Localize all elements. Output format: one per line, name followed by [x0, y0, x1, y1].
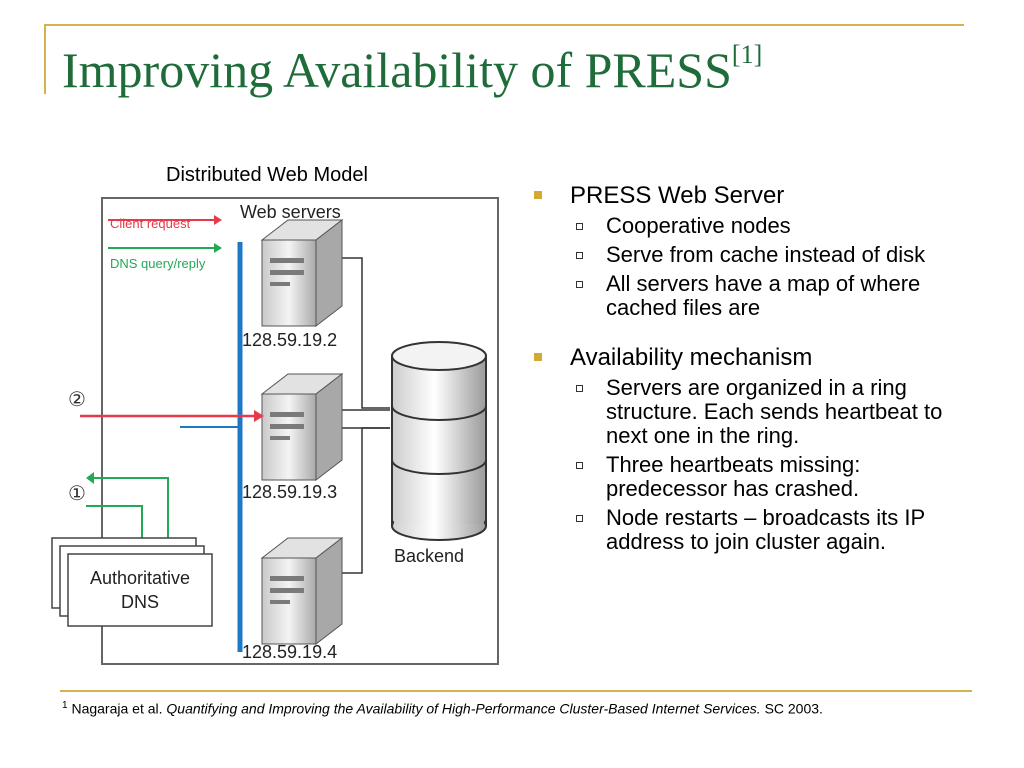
- left-rule: [44, 24, 46, 94]
- dns-label-line2: DNS: [121, 592, 159, 612]
- web-servers-label: Web servers: [240, 202, 341, 222]
- sub-bullet: Servers are organized in a ring structur…: [532, 376, 972, 448]
- server-3-ip: 128.59.19.4: [242, 642, 337, 662]
- bullet-availability-mechanism: Availability mechanism: [532, 344, 972, 371]
- top-rule: [44, 24, 964, 26]
- server-2-ip: 128.59.19.3: [242, 482, 337, 502]
- hollow-square-icon: [576, 252, 583, 259]
- bullet-text: PRESS Web Server: [570, 182, 785, 209]
- server-3: [260, 536, 344, 646]
- distributed-web-diagram: Client request DNS query/reply Web serve…: [51, 197, 499, 665]
- sub-bullet: Serve from cache instead of disk: [532, 243, 972, 267]
- footnote-authors: Nagaraja et al.: [71, 700, 163, 717]
- hollow-square-icon: [576, 223, 583, 230]
- footnote-title: Quantifying and Improving the Availabili…: [166, 700, 761, 717]
- hollow-square-icon: [576, 281, 583, 288]
- slide-title: Improving Availability of PRESS[1]: [62, 40, 763, 98]
- footnote-venue: SC 2003.: [764, 700, 823, 717]
- sub-bullet-text: Serve from cache instead of disk: [606, 242, 926, 267]
- dns-reply-path: [94, 477, 169, 550]
- sub-bullet: All servers have a map of where cached f…: [532, 272, 972, 320]
- sub-bullet-text: Cooperative nodes: [606, 213, 791, 238]
- hollow-square-icon: [576, 385, 583, 392]
- footnote-number: 1: [62, 700, 68, 711]
- server1-backend-link: [330, 257, 390, 409]
- footnote-rule: [60, 690, 972, 692]
- backend-database: [391, 341, 487, 541]
- bullet-square-icon: [534, 353, 542, 361]
- hollow-square-icon: [576, 462, 583, 469]
- sub-bullet-text: Servers are organized in a ring structur…: [606, 375, 943, 448]
- backend-label: Backend: [394, 546, 464, 566]
- bullet-square-icon: [534, 191, 542, 199]
- sub-bullet: Node restarts – broadcasts its IP addres…: [532, 506, 972, 554]
- step-2-marker: ②: [68, 389, 86, 411]
- sub-bullet: Cooperative nodes: [532, 214, 972, 238]
- sub-bullet: Three heartbeats missing: predecessor ha…: [532, 453, 972, 501]
- dns-reply-arrow: [86, 472, 94, 484]
- legend-client-request: Client request: [110, 216, 191, 231]
- sub-bullet-text: All servers have a map of where cached f…: [606, 271, 921, 320]
- server-1: [260, 218, 344, 328]
- sub-bullet-text: Node restarts – broadcasts its IP addres…: [606, 505, 925, 554]
- footnote: 1 Nagaraja et al. Quantifying and Improv…: [62, 700, 823, 717]
- legend-client-request-arrow: [214, 215, 222, 225]
- sub-bullet-text: Three heartbeats missing: predecessor ha…: [606, 452, 861, 501]
- server-2: [260, 372, 344, 482]
- figure-caption: Distributed Web Model: [166, 164, 368, 186]
- bullet-text: Availability mechanism: [570, 344, 813, 371]
- bullet-list: PRESS Web Server Cooperative nodes Serve…: [532, 182, 972, 554]
- legend-dns-query: DNS query/reply: [110, 256, 206, 271]
- dns-query-path: [86, 505, 143, 544]
- legend-dns-query-arrow: [214, 243, 222, 253]
- title-text: Improving Availability of PRESS: [62, 42, 732, 98]
- step-1-marker: ①: [68, 483, 86, 505]
- hollow-square-icon: [576, 515, 583, 522]
- client-request-arrow: [254, 410, 264, 422]
- dns-box: [67, 553, 213, 627]
- dns-label-line1: Authoritative: [90, 568, 190, 588]
- bullet-press-web-server: PRESS Web Server: [532, 182, 972, 209]
- server-1-ip: 128.59.19.2: [242, 330, 337, 350]
- title-reference: [1]: [731, 40, 763, 69]
- server3-backend-link: [330, 427, 390, 574]
